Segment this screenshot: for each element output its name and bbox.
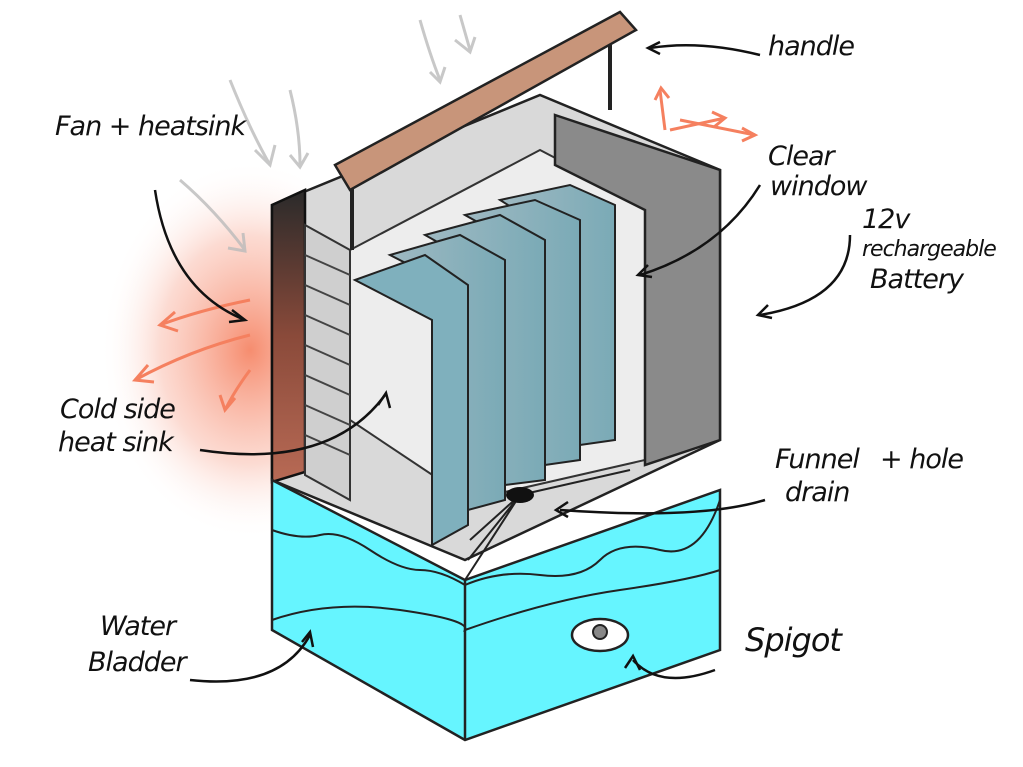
- label-bladder-2: Bladder: [88, 647, 187, 678]
- label-cold-side-2: heat sink: [58, 427, 174, 458]
- exhaust-arrows: [131, 85, 759, 414]
- label-funnel-hole: + hole: [880, 444, 964, 475]
- intake-air-arrows: [179, 14, 477, 253]
- water-bladder: [270, 469, 722, 742]
- label-battery-1: 12v: [862, 204, 910, 235]
- fan-panel: [270, 188, 307, 484]
- label-funnel-1: Funnel: [775, 444, 860, 475]
- label-battery-2: rechargeable: [862, 237, 997, 262]
- heatsink: [304, 223, 351, 502]
- label-cold-side-1: Cold side: [60, 394, 176, 425]
- label-bladder-1: Water: [100, 611, 176, 642]
- label-battery-3: Battery: [870, 264, 964, 295]
- heatsink-slats: [304, 254, 351, 456]
- leader-lines: [153, 40, 852, 683]
- label-fan-heatsink: Fan + heatsink: [55, 111, 246, 142]
- label-clear-window-1: Clear: [768, 141, 835, 172]
- label-funnel-2: drain: [785, 477, 850, 508]
- handle: [333, 10, 638, 250]
- funnel-drain-hole: [506, 487, 534, 503]
- label-clear-window-2: window: [770, 171, 867, 202]
- spigot: [570, 617, 630, 653]
- battery: [553, 113, 722, 467]
- label-handle: handle: [768, 31, 855, 62]
- cold-side-fins: [352, 183, 616, 547]
- label-spigot: Spigot: [745, 621, 842, 659]
